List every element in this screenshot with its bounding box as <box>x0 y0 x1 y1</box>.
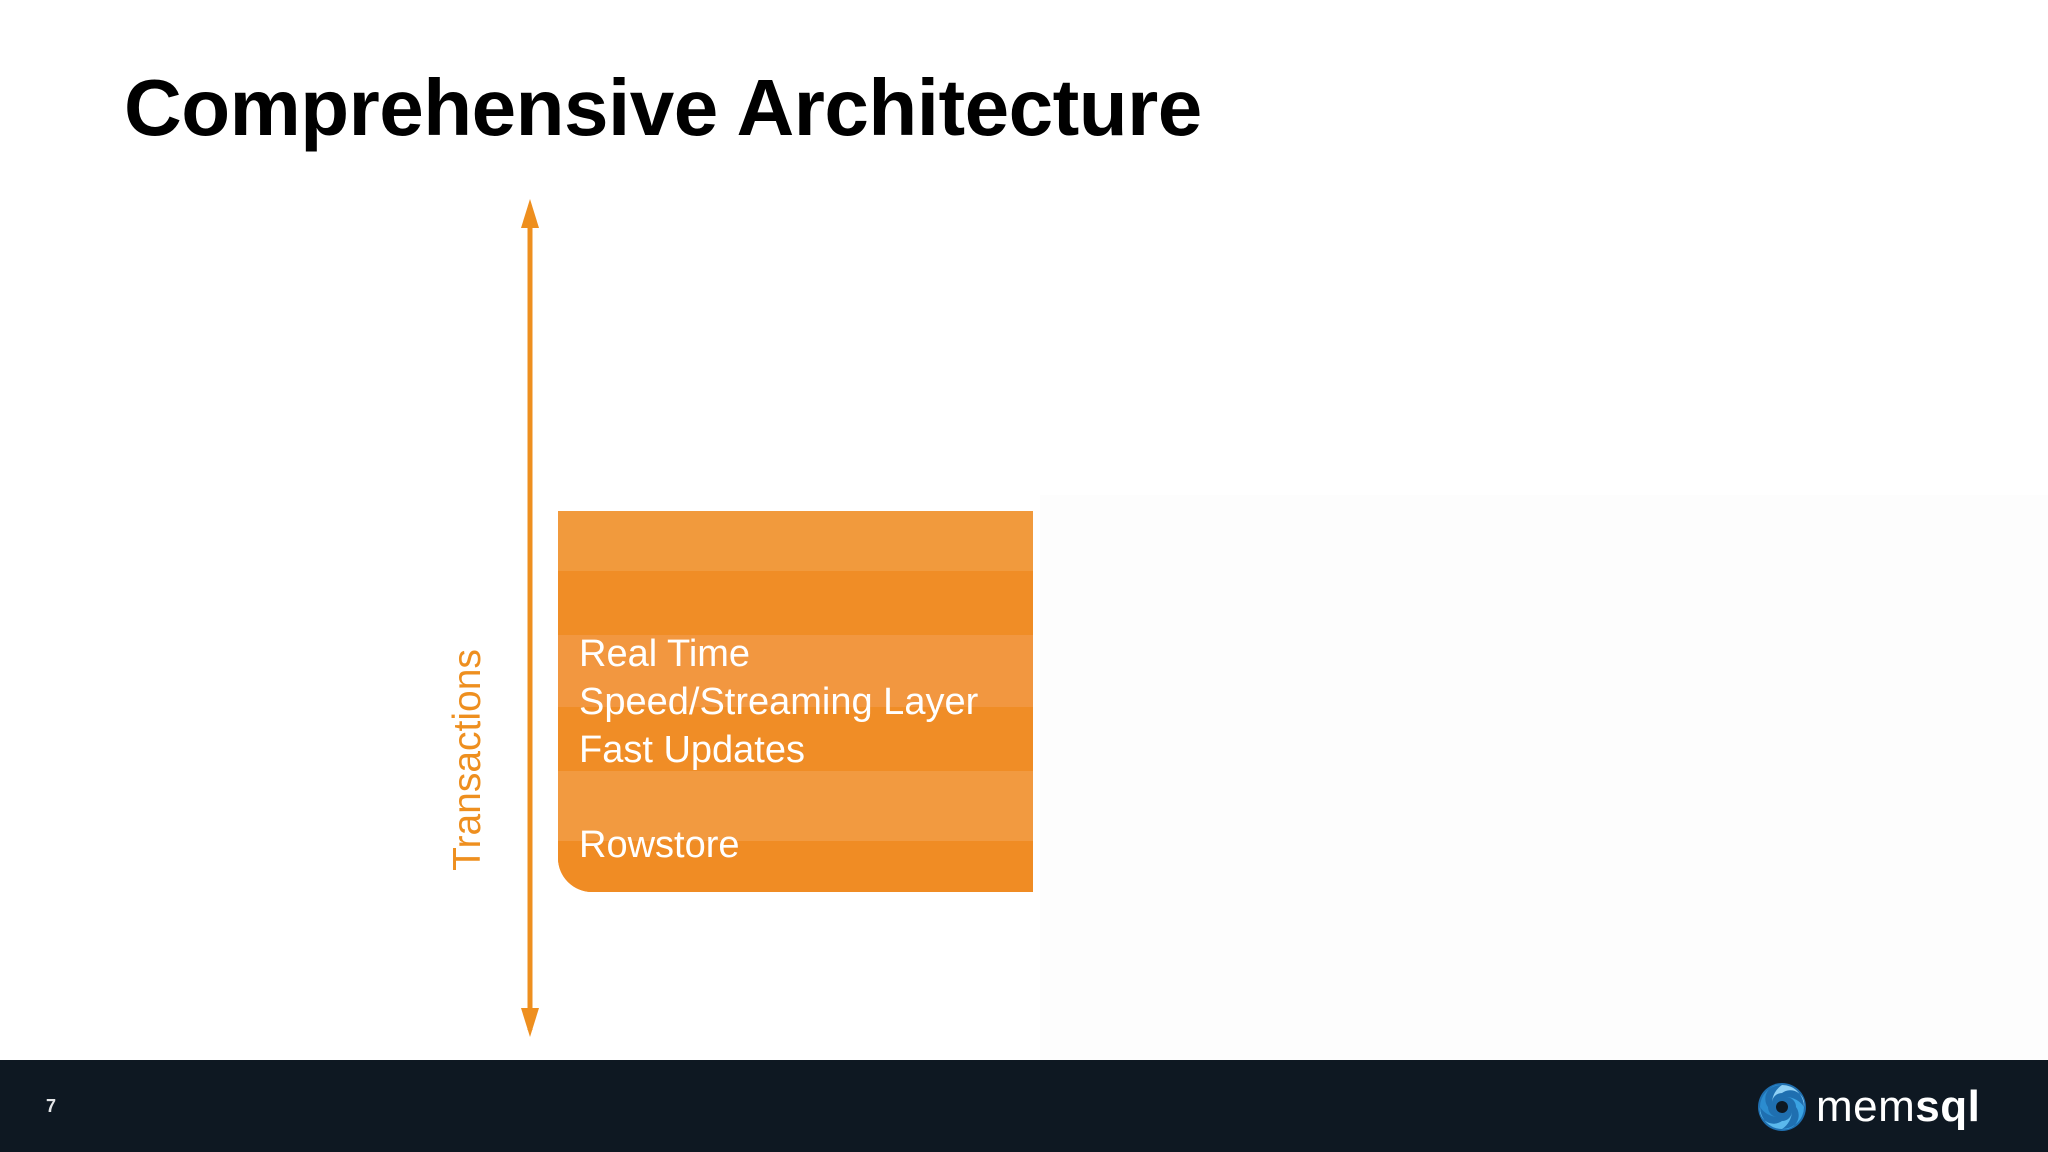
footer-bar: 7 memsql <box>0 1060 2048 1152</box>
logo-text-mem: mem <box>1816 1082 1916 1131</box>
box-line-rowstore: Rowstore <box>579 824 740 866</box>
logo-wordmark: memsql <box>1816 1085 1980 1129</box>
box-band <box>558 841 1033 892</box>
box-line-real-time: Real Time <box>579 633 751 675</box>
slide-title: Comprehensive Architecture <box>124 63 1202 152</box>
box-line-speed-layer: Speed/Streaming Layer <box>579 681 979 723</box>
box-band <box>558 511 1033 571</box>
box-band <box>558 771 1033 841</box>
memsql-swirl-icon <box>1758 1083 1806 1131</box>
box-band <box>558 571 1033 635</box>
logo-text-sql: sql <box>1915 1082 1981 1131</box>
empty-panel <box>1040 495 2048 1060</box>
memsql-logo: memsql <box>1756 1080 1980 1134</box>
box-band <box>558 707 1033 771</box>
axis-arrow-up-icon <box>521 199 539 228</box>
box-band <box>558 635 1033 707</box>
rowstore-box: Real Time Speed/Streaming Layer Fast Upd… <box>558 511 1033 892</box>
box-line-fast-updates: Fast Updates <box>579 729 805 771</box>
axis-label: Transactions <box>446 649 489 871</box>
page-number: 7 <box>46 1096 57 1116</box>
axis-arrow-down-icon <box>521 1008 539 1037</box>
transactions-axis <box>521 199 539 1037</box>
